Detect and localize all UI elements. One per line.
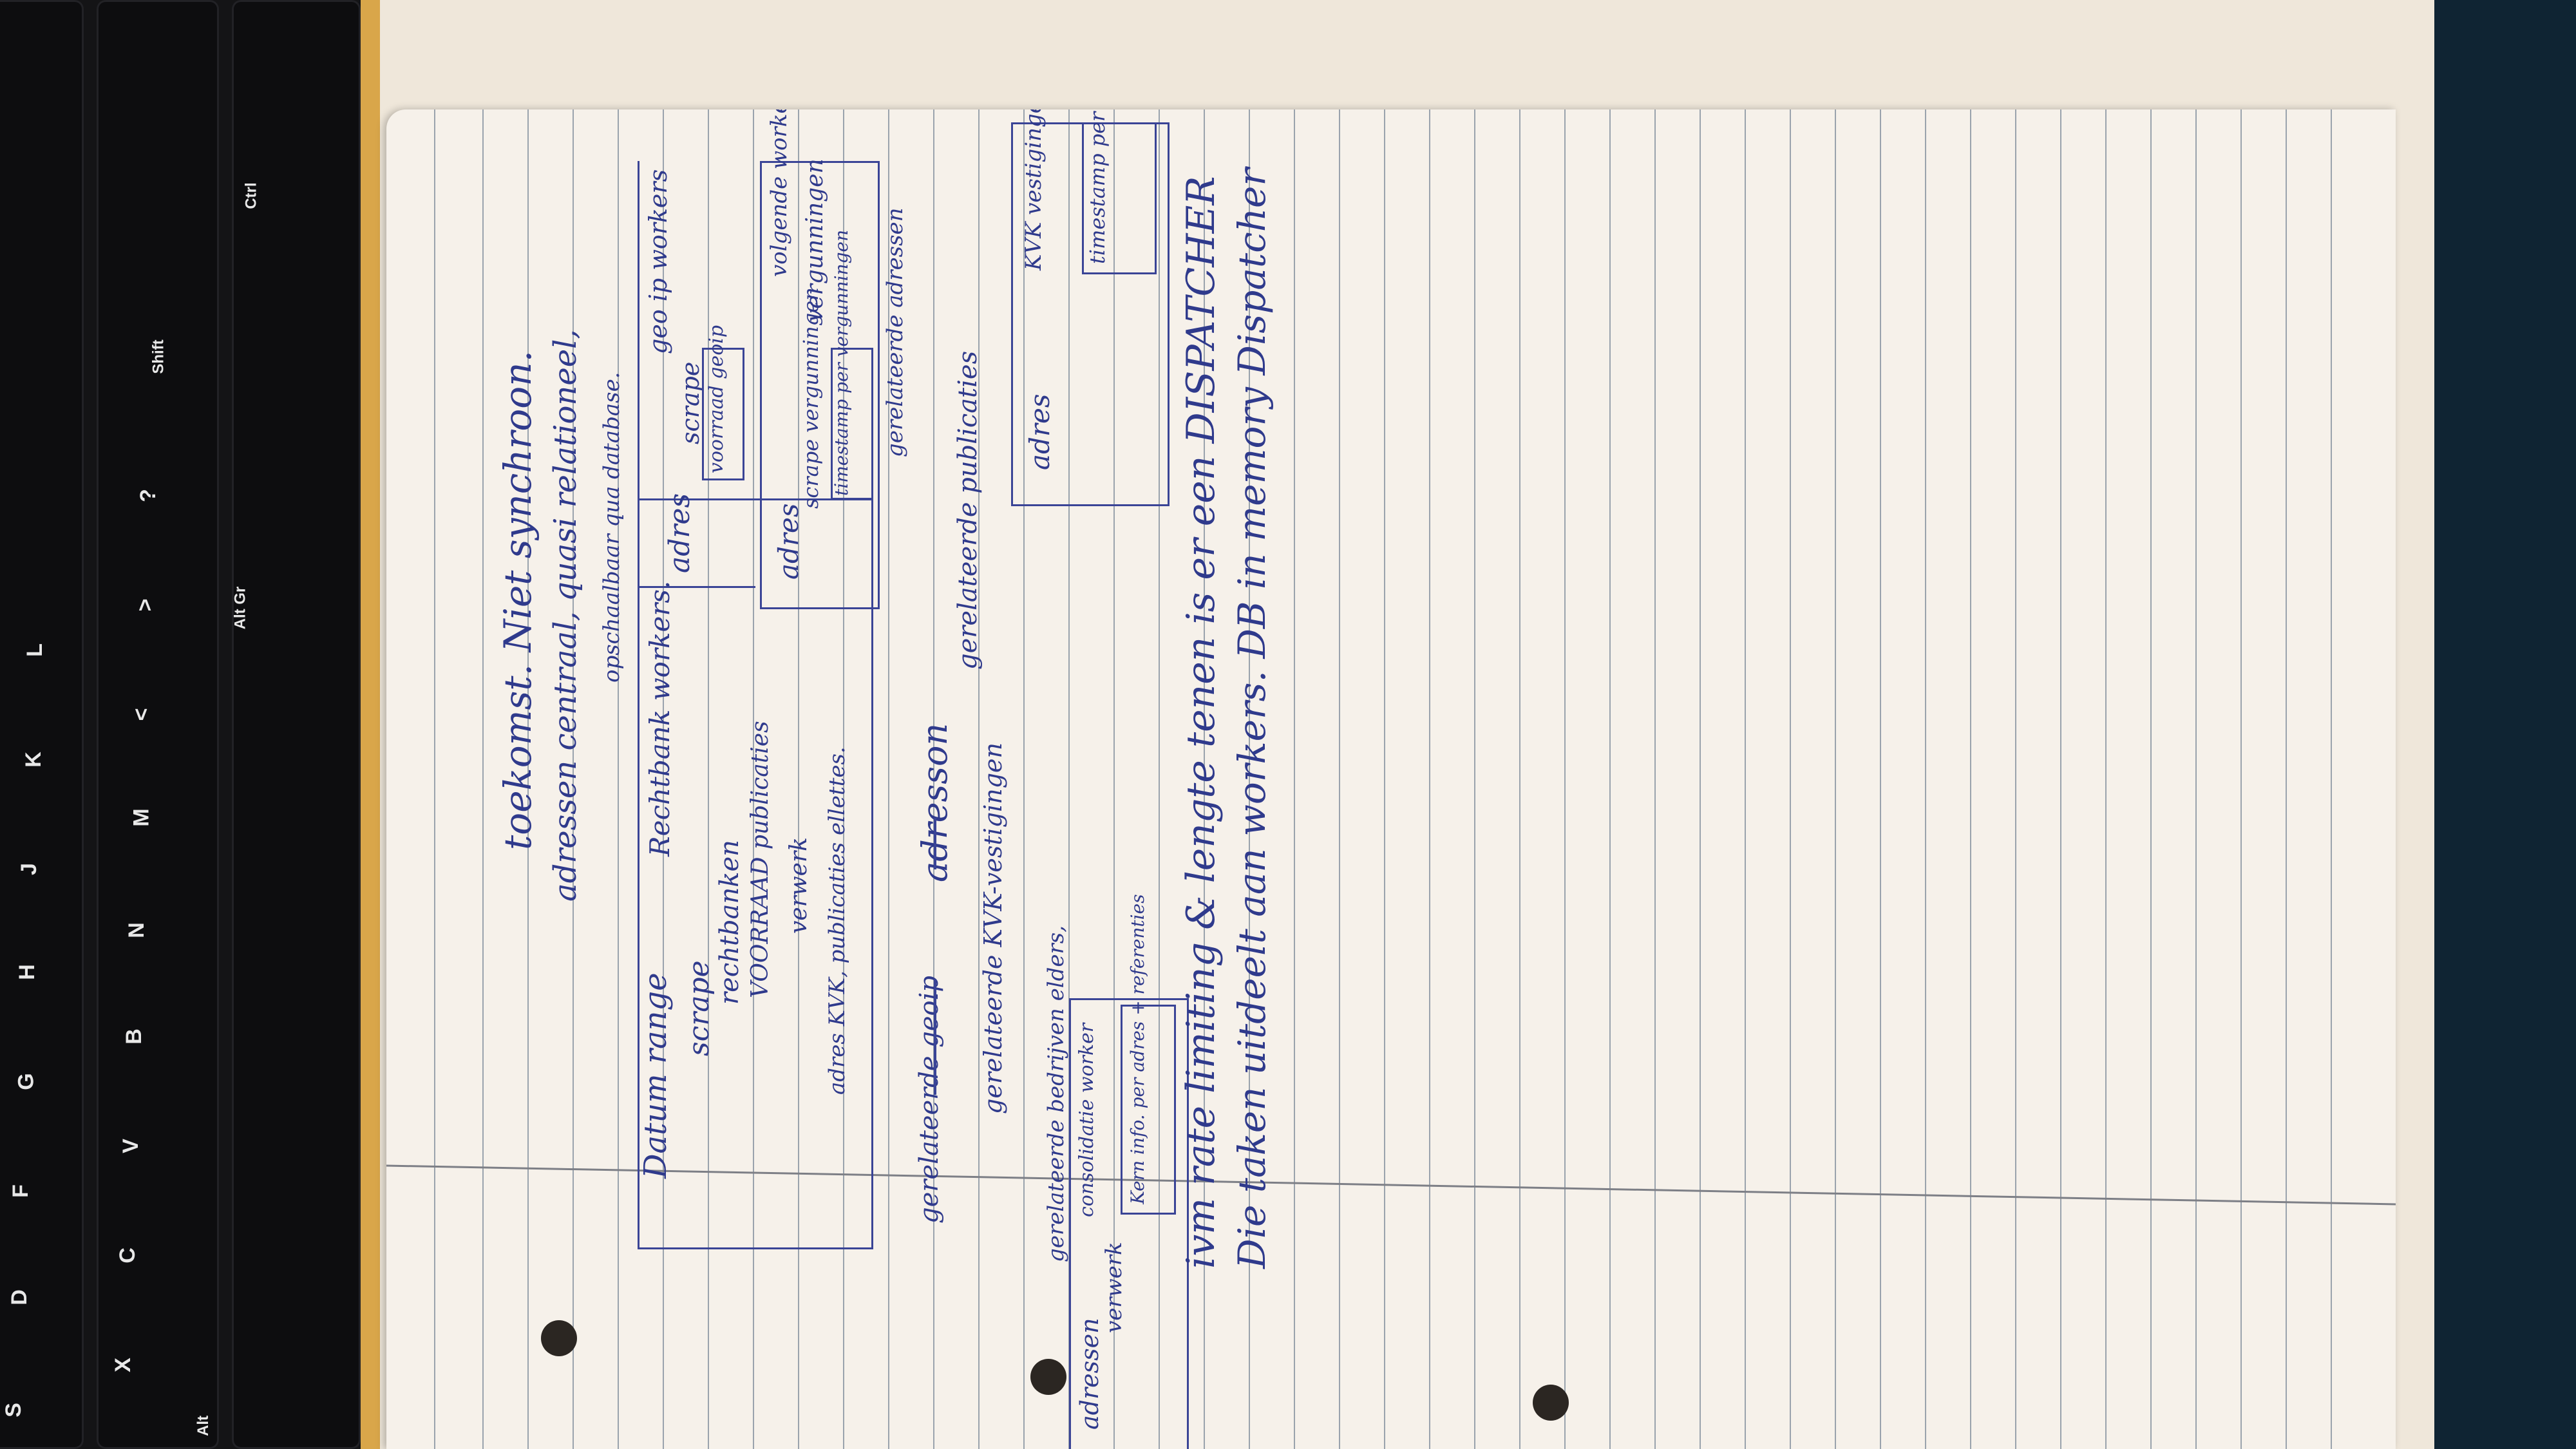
label-volgende-worker: volgende worker: [766, 109, 792, 277]
label-gerelateerde-kvk: gerelateerde KVK-vestigingen: [979, 743, 1007, 1114]
label-adres-1: adres: [663, 493, 696, 573]
connector: [934, 979, 936, 1095]
key-h: H: [14, 964, 39, 980]
key-l: L: [22, 643, 47, 657]
key-less: <: [129, 708, 154, 721]
footer-line-1: ivm rate limiting & lengte tenen is er e…: [1179, 176, 1224, 1269]
note-title: toekomst. Niet synchroon.: [496, 350, 540, 850]
key-v: V: [118, 1139, 143, 1153]
label-scrape: scrape: [683, 960, 715, 1056]
label-rechtbanken: rechtbanken: [715, 840, 744, 1005]
note-line-2: adressen centraal, quasi relationeel,: [547, 329, 583, 902]
key-k: K: [21, 752, 46, 768]
key-greater: >: [133, 598, 158, 612]
key-b: B: [121, 1028, 146, 1045]
label-adres-kvk: adres KVK, publicaties ellettes.: [824, 746, 850, 1095]
key-m: M: [129, 808, 154, 827]
binder-hole: [541, 1320, 577, 1356]
box-timestamp-verg: [831, 348, 873, 500]
connector: [934, 818, 936, 869]
box-adressen: [1069, 998, 1189, 1449]
key-alt: Alt: [194, 1416, 212, 1436]
box-kern-info: [1121, 1005, 1176, 1215]
footer-line-2: Die taken uitdeelt aan workers. DB in me…: [1230, 167, 1274, 1269]
handwritten-note: toekomst. Niet synchroon. adressen centr…: [386, 109, 2396, 1449]
key-s: S: [1, 1403, 26, 1417]
label-gerelateerde-adressen: gerelateerde adressen: [882, 207, 908, 457]
label-kern-info: Kern info. per adres + referenties: [1127, 894, 1148, 1204]
label-consolidatie: consolidatie worker: [1075, 1023, 1098, 1217]
label-verwerk: verwerk: [786, 837, 812, 934]
key-d: D: [6, 1289, 32, 1305]
ruled-lines: [386, 109, 2396, 1449]
label-scrape-2: scrape: [676, 361, 705, 444]
box-vergunningen: [760, 161, 880, 609]
binder-hole: [1533, 1385, 1569, 1421]
label-scrape-vergunningen: scrape vergunningen: [799, 287, 823, 509]
label-gerelateerde-geoip: gerelateerde geoip: [914, 976, 944, 1224]
keyboard: S D F G H J K L X C V B N M < > ? Alt Al…: [0, 0, 386, 1449]
box-geoip: [638, 161, 755, 588]
label-timestamp-vest: timestamp per vestigingen: [1085, 109, 1110, 264]
label-timestamp-verg: timestamp per vergunningen: [831, 229, 852, 496]
label-adressen: adressen: [1075, 1318, 1104, 1430]
key-g: G: [14, 1073, 39, 1090]
label-adres-2: adres: [773, 503, 804, 580]
box-voorraad-geoip: [702, 348, 744, 480]
label-kvk-worker: KVK vestigingen worker.: [1021, 109, 1046, 270]
note-line-3: opschaalbaar qua database.: [599, 372, 625, 683]
label-date-range: Datum range: [638, 972, 674, 1179]
key-f: F: [8, 1184, 33, 1198]
key-altgr: Alt Gr: [231, 586, 249, 630]
label-gerelateerde-bedrijven: gerelateerde bedrijven elders,: [1043, 925, 1069, 1262]
key-j: J: [16, 863, 41, 875]
label-voorraad-geoip: voorraad geoip: [705, 325, 728, 473]
label-rechtbank: Rechtbank workers.: [644, 580, 676, 857]
label-adres-3: adres: [1024, 393, 1056, 470]
key-ctrl: Ctrl: [242, 182, 260, 209]
key-c: C: [115, 1247, 140, 1264]
binder-hole: [1030, 1359, 1066, 1395]
label-verwerk-2: verwerk: [1101, 1242, 1127, 1333]
key-n: N: [124, 922, 149, 938]
key-x: X: [110, 1358, 135, 1372]
key-shift: Shift: [149, 339, 167, 374]
key-question: ?: [135, 489, 160, 502]
box-timestamp-vest: [1082, 122, 1157, 274]
label-geoip-workers: geo ip workers: [644, 169, 672, 354]
label-voorraad-pub: VOORRAAD publicaties: [747, 721, 773, 998]
label-gerelateerde-publicaties: gerelateerde publicaties: [953, 350, 983, 670]
